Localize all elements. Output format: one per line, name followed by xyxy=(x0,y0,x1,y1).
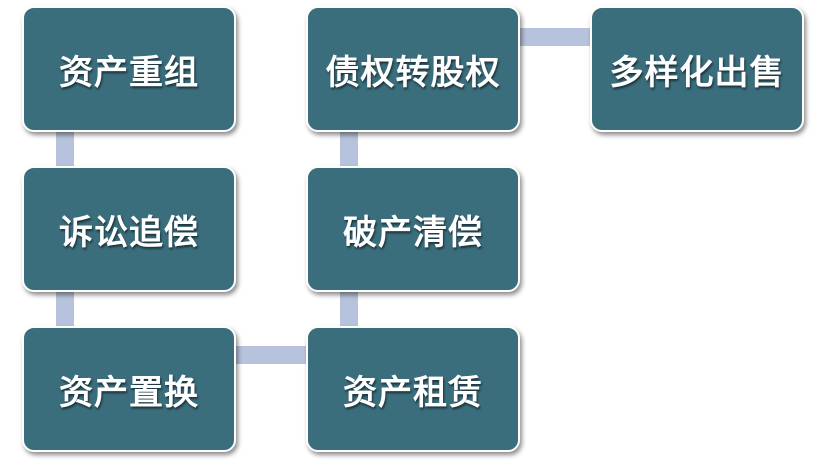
node-diversified-sale: 多样化出售 xyxy=(590,6,804,132)
node-asset-restructuring: 资产重组 xyxy=(22,6,236,132)
node-litigation-recovery: 诉讼追偿 xyxy=(22,166,236,292)
connector-asset-restructuring-to-litigation-recovery xyxy=(56,130,74,168)
node-label: 多样化出售 xyxy=(609,52,785,93)
node-label: 资产租赁 xyxy=(343,372,483,413)
node-label: 破产清偿 xyxy=(343,212,483,253)
node-label: 诉讼追偿 xyxy=(59,212,199,253)
connector-debt-to-equity-to-diversified-sale xyxy=(518,28,592,46)
node-debt-to-equity: 债权转股权 xyxy=(306,6,520,132)
node-label: 债权转股权 xyxy=(325,52,501,93)
node-label: 资产重组 xyxy=(59,52,199,93)
connector-asset-leasing-to-bankruptcy-liquidation xyxy=(340,290,358,328)
connector-bankruptcy-liquidation-to-debt-to-equity xyxy=(340,130,358,168)
node-label: 资产置换 xyxy=(59,372,199,413)
node-asset-swap: 资产置换 xyxy=(22,326,236,452)
connector-asset-swap-to-asset-leasing xyxy=(234,346,308,364)
node-bankruptcy-liquidation: 破产清偿 xyxy=(306,166,520,292)
connector-litigation-recovery-to-asset-swap xyxy=(56,290,74,328)
node-asset-leasing: 资产租赁 xyxy=(306,326,520,452)
